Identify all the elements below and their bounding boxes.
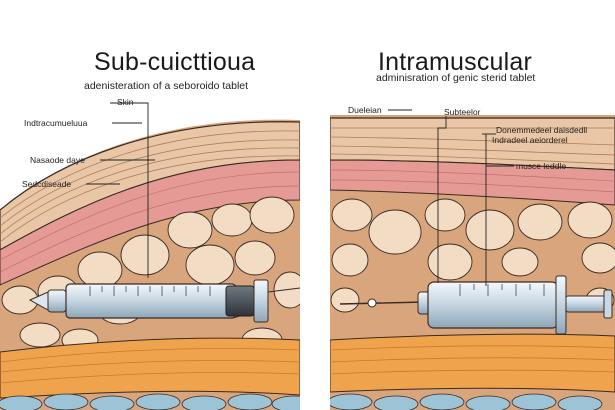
left-syringe-flange <box>253 279 269 323</box>
left-subtitle: adenisteration of a seboroido tablet <box>84 80 249 92</box>
right-title: Intramuscular <box>378 48 533 76</box>
right-label-muscle: musce leddle <box>516 161 567 171</box>
right-needle-tip <box>367 298 377 308</box>
left-label-intradermal: Indtracumueluua <box>24 118 88 128</box>
left-label-skin: Skin <box>117 97 134 107</box>
left-syringe-barrel <box>65 283 237 319</box>
right-leader-lines <box>388 109 514 286</box>
left-label-subcut: Sedcdiseade <box>22 179 72 189</box>
left-syringe-graduations <box>89 286 211 296</box>
left-syringe-hub <box>47 289 67 313</box>
left-skin-layer <box>0 115 300 210</box>
right-label-desc-1: Donemmedeel daisdedll <box>496 125 588 135</box>
right-syringe-thumb <box>603 289 613 319</box>
right-fascia <box>330 393 603 410</box>
right-needle <box>339 301 426 305</box>
left-needle-line <box>267 287 301 293</box>
right-fat-globules <box>330 198 615 313</box>
right-tissue <box>330 115 615 410</box>
right-syringe-graduations <box>459 284 545 296</box>
left-label-nasal: Nasaode daye <box>30 155 85 165</box>
left-syringe <box>28 279 301 323</box>
right-label-dueleian: Dueleian <box>348 105 382 115</box>
left-epidermis-striations <box>0 130 300 243</box>
right-syringe-barrel <box>427 281 559 329</box>
right-syringe-rod <box>565 295 607 313</box>
right-muscle <box>330 333 615 393</box>
right-label-desc-2: Indradeel aeiorderel <box>492 135 568 145</box>
left-syringe-plunger <box>225 285 255 317</box>
left-muscle <box>0 337 300 399</box>
left-fascia <box>0 393 300 410</box>
left-title: Sub-cuicttioua <box>94 48 256 76</box>
right-label-subtelor: Subteelor <box>444 107 481 117</box>
left-leader-lines <box>86 102 155 278</box>
right-subtitle: adminisration of genic sterid tablet <box>376 72 536 84</box>
right-syringe-flange <box>555 275 567 335</box>
right-syringe <box>339 275 613 335</box>
